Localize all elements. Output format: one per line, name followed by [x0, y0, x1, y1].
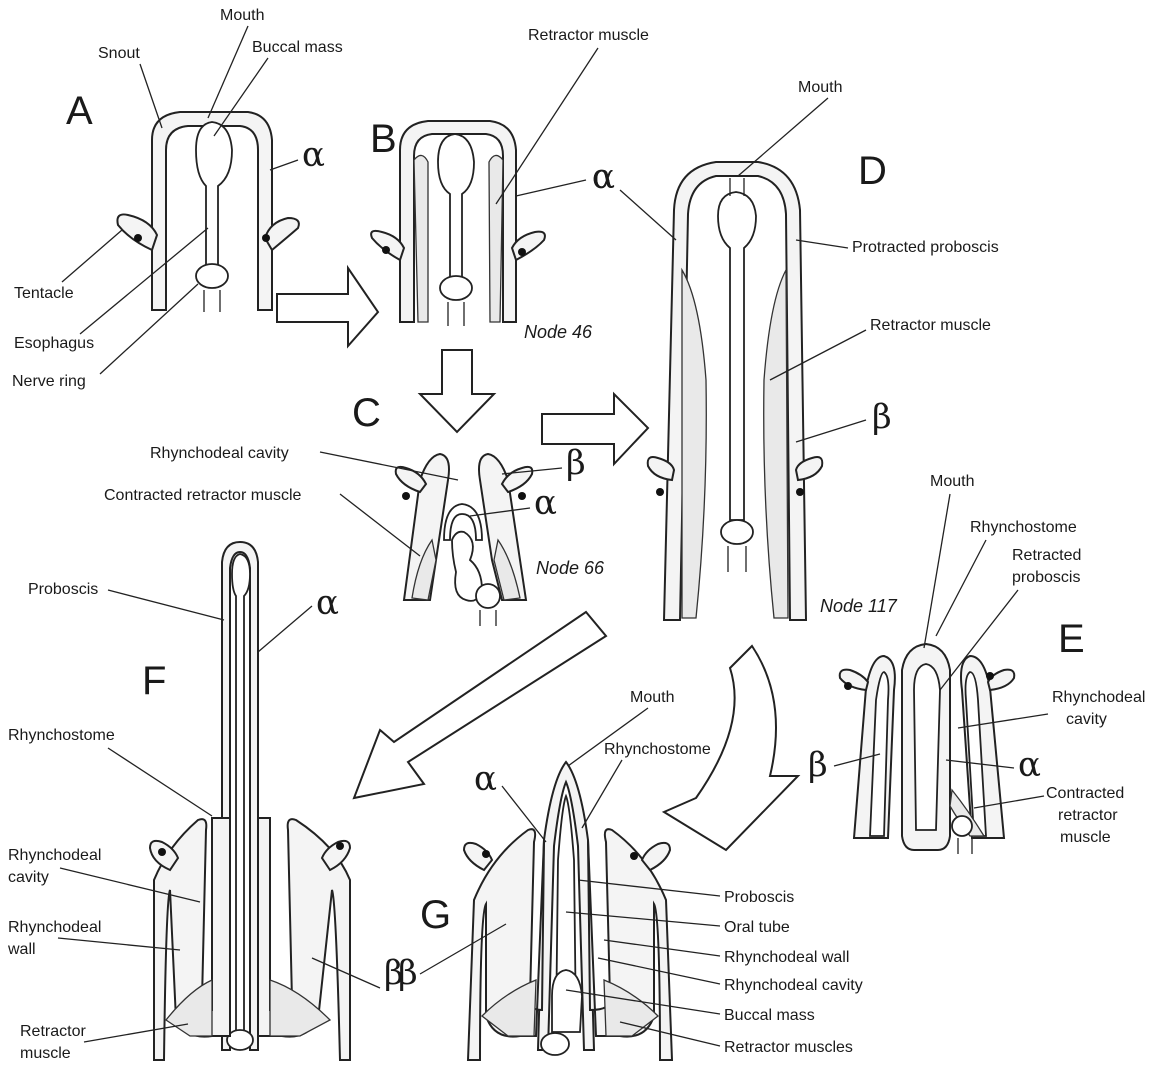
panel-c-letter: C	[352, 391, 381, 435]
label-retractor-muscles-g: Retractor muscles	[724, 1039, 853, 1056]
panel-b-drawing	[371, 121, 545, 326]
panel-f-alpha: α	[316, 583, 339, 623]
label-proboscis-g: Proboscis	[724, 889, 794, 906]
label-rhynchodeal-cavity-f-2: cavity	[8, 869, 49, 886]
label-contracted-retractor-c: Contracted retractor muscle	[104, 487, 302, 504]
panel-d-letter: D	[858, 149, 887, 193]
label-contracted-retractor-e-3: muscle	[1060, 829, 1111, 846]
label-rhynchostome-e: Rhynchostome	[970, 519, 1077, 536]
panel-e-beta: β	[808, 745, 828, 785]
label-retractor-muscle-f-2: muscle	[20, 1045, 71, 1062]
label-retracted-proboscis-1: Retracted	[1012, 547, 1081, 564]
panel-g-beta: β	[398, 953, 418, 993]
panel-a-letter: A	[66, 89, 93, 133]
label-retractor-muscle-f-1: Retractor	[20, 1023, 86, 1040]
panel-g-letter: G	[420, 893, 451, 937]
panel-e-node: Node 117	[820, 596, 898, 616]
panel-b-node: Node 46	[524, 322, 593, 342]
label-rhynchodeal-wall-f-1: Rhynchodeal	[8, 919, 101, 936]
label-mouth-e: Mouth	[930, 473, 974, 490]
label-contracted-retractor-e-1: Contracted	[1046, 785, 1124, 802]
label-mouth-g: Mouth	[630, 689, 674, 706]
panel-d-alpha-link: α	[592, 157, 615, 197]
panel-g-alpha: α	[474, 759, 497, 799]
label-retractor-muscle-d: Retractor muscle	[870, 317, 991, 334]
panel-c-node: Node 66	[536, 558, 605, 578]
panel-d-drawing	[648, 162, 823, 620]
panel-g-drawing	[464, 762, 672, 1060]
label-snout: Snout	[98, 45, 140, 62]
label-rhynchodeal-cavity-f-1: Rhynchodeal	[8, 847, 101, 864]
label-protracted-proboscis: Protracted proboscis	[852, 239, 999, 256]
panel-f-letter: F	[142, 659, 166, 703]
label-oral-tube: Oral tube	[724, 919, 790, 936]
panel-a-alpha: α	[302, 135, 325, 175]
label-buccal-mass-g: Buccal mass	[724, 1007, 815, 1024]
label-buccal-mass-a: Buccal mass	[252, 39, 343, 56]
panel-a-drawing	[117, 112, 298, 312]
label-contracted-retractor-e-2: retractor	[1058, 807, 1118, 824]
label-retractor-muscle-b: Retractor muscle	[528, 27, 649, 44]
label-rhynchodeal-cavity-e-1: Rhynchodeal	[1052, 689, 1145, 706]
label-tentacle: Tentacle	[14, 285, 74, 302]
panel-e-alpha: α	[1018, 745, 1041, 785]
panel-c-alpha: α	[534, 483, 557, 523]
label-rhynchodeal-cavity-g: Rhynchodeal cavity	[724, 977, 863, 994]
arrow-a-to-b	[277, 268, 378, 346]
arrow-b-to-c	[420, 350, 494, 432]
panel-c-beta: β	[566, 443, 586, 483]
label-esophagus: Esophagus	[14, 335, 94, 352]
label-rhynchodeal-cavity-c: Rhynchodeal cavity	[150, 445, 289, 462]
label-rhynchodeal-cavity-e-2: cavity	[1066, 711, 1107, 728]
label-proboscis-f: Proboscis	[28, 581, 98, 598]
panel-c-drawing	[396, 454, 533, 626]
panel-b-letter: B	[370, 117, 397, 161]
label-nerve-ring: Nerve ring	[12, 373, 86, 390]
label-rhynchostome-g: Rhynchostome	[604, 741, 711, 758]
arrow-c-to-d	[542, 394, 648, 464]
panel-e-letter: E	[1058, 617, 1085, 661]
label-mouth-a: Mouth	[220, 7, 264, 24]
panel-e-drawing	[840, 644, 1015, 854]
panel-d-beta: β	[872, 397, 892, 437]
label-retracted-proboscis-2: proboscis	[1012, 569, 1080, 586]
label-mouth-d: Mouth	[798, 79, 842, 96]
label-rhynchodeal-wall-g: Rhynchodeal wall	[724, 949, 849, 966]
label-rhynchostome-f: Rhynchostome	[8, 727, 115, 744]
label-rhynchodeal-wall-f-2: wall	[7, 941, 36, 958]
